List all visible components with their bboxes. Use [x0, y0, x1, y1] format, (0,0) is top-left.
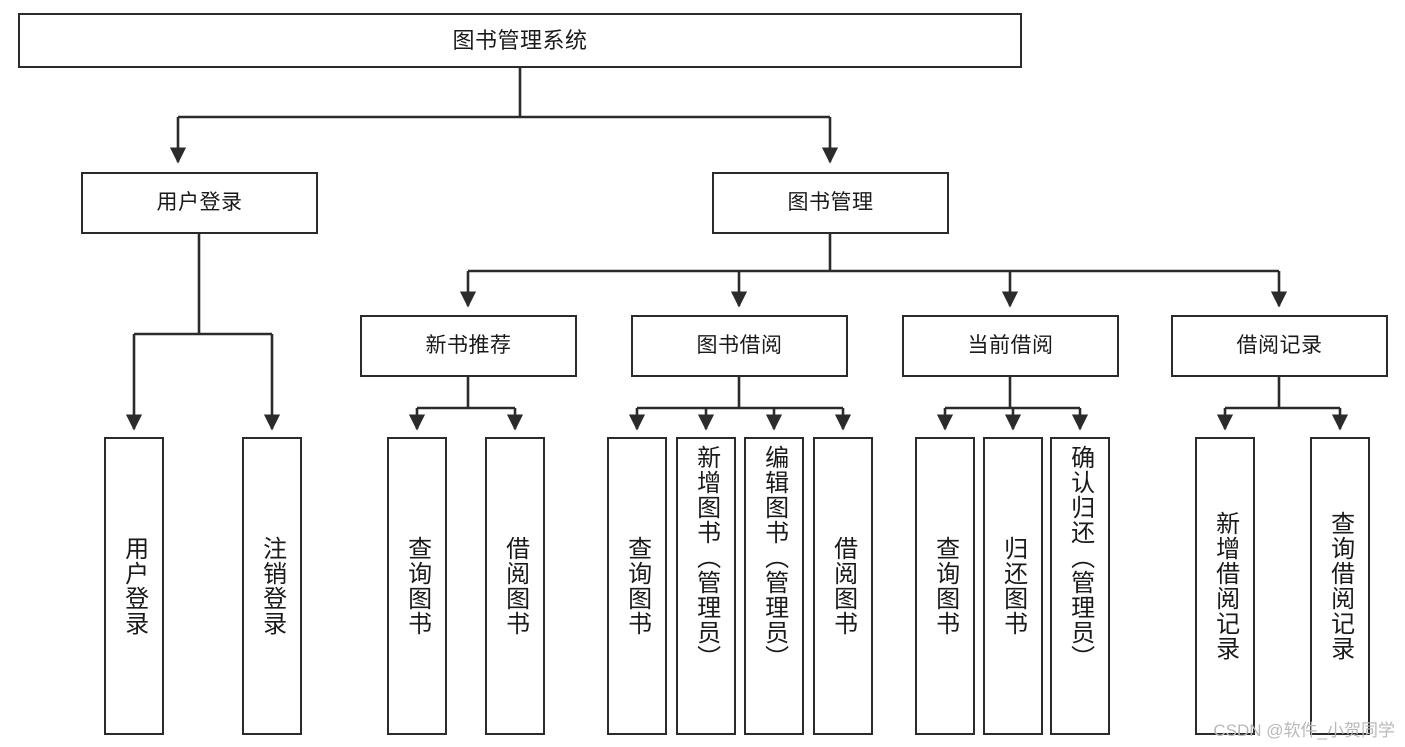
leaf-book-borrow-borrow-books[interactable]: 借阅图书 — [813, 437, 873, 735]
leaf-current-borrow-return-books[interactable]: 归还图书 — [983, 437, 1043, 735]
node-label: 用户登录 — [120, 536, 148, 636]
node-label: 注销登录 — [258, 536, 286, 636]
leaf-current-borrow-confirm-return-admin[interactable]: 确认归还（管理员） — [1050, 437, 1110, 735]
node-current-borrow[interactable]: 当前借阅 — [902, 315, 1119, 377]
node-root-system[interactable]: 图书管理系统 — [18, 13, 1022, 68]
leaf-user-login-signout[interactable]: 注销登录 — [242, 437, 302, 735]
node-label: 归还图书 — [999, 536, 1027, 636]
node-label: 新书推荐 — [425, 333, 512, 357]
leaf-borrow-record-add-record[interactable]: 新增借阅记录 — [1195, 437, 1255, 735]
node-label: 借阅图书 — [501, 536, 529, 636]
node-label: 图书管理系统 — [452, 27, 588, 53]
node-book-borrow[interactable]: 图书借阅 — [631, 315, 848, 377]
leaf-book-borrow-add-book-admin[interactable]: 新增图书（管理员） — [676, 437, 736, 735]
node-user-login[interactable]: 用户登录 — [81, 172, 318, 234]
node-label: 确认归还（管理员） — [1066, 445, 1094, 670]
leaf-new-book-query-books[interactable]: 查询图书 — [387, 437, 447, 735]
leaf-current-borrow-query-books[interactable]: 查询图书 — [915, 437, 975, 735]
node-label: 查询图书 — [403, 536, 431, 636]
node-new-book-recommend[interactable]: 新书推荐 — [360, 315, 577, 377]
node-label: 查询借阅记录 — [1326, 511, 1354, 661]
node-label: 借阅图书 — [829, 536, 857, 636]
leaf-book-borrow-query-books[interactable]: 查询图书 — [607, 437, 667, 735]
node-label: 编辑图书（管理员） — [760, 445, 788, 670]
node-label: 新增借阅记录 — [1211, 511, 1239, 661]
node-label: 借阅记录 — [1236, 333, 1323, 357]
node-label: 用户登录 — [156, 190, 243, 214]
node-label: 查询图书 — [931, 536, 959, 636]
node-label: 图书管理 — [787, 190, 874, 214]
node-label: 图书借阅 — [696, 333, 783, 357]
leaf-borrow-record-query-record[interactable]: 查询借阅记录 — [1310, 437, 1370, 735]
leaf-new-book-borrow-books[interactable]: 借阅图书 — [485, 437, 545, 735]
node-label: 新增图书（管理员） — [692, 445, 720, 670]
node-label: 当前借阅 — [967, 333, 1054, 357]
node-book-management[interactable]: 图书管理 — [712, 172, 949, 234]
leaf-user-login-signin[interactable]: 用户登录 — [104, 437, 164, 735]
node-label: 查询图书 — [623, 536, 651, 636]
node-borrow-record[interactable]: 借阅记录 — [1171, 315, 1388, 377]
leaf-book-borrow-edit-book-admin[interactable]: 编辑图书（管理员） — [744, 437, 804, 735]
